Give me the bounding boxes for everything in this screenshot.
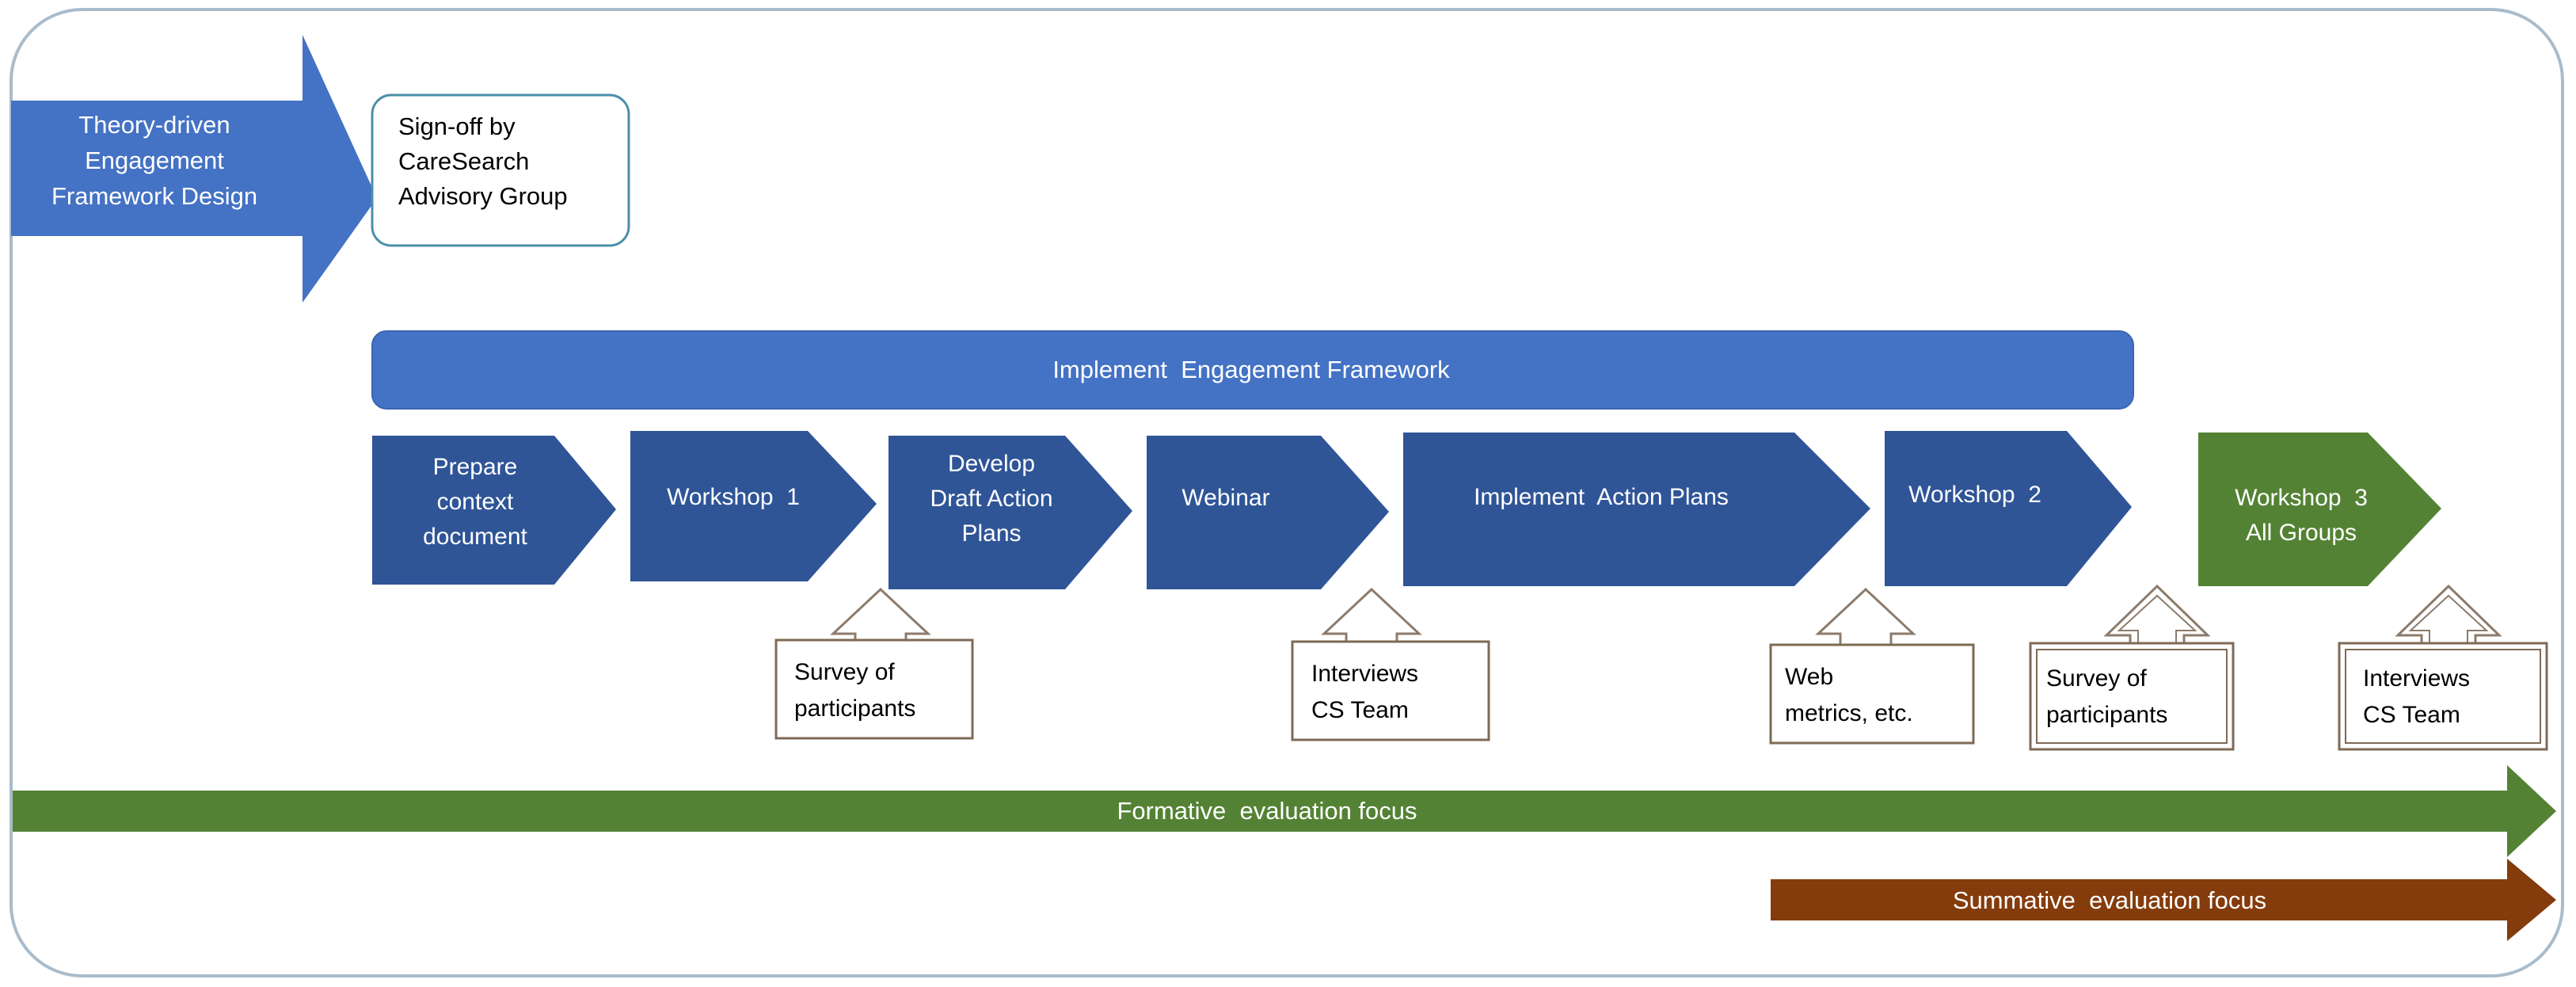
text-line: CS Team xyxy=(2363,702,2460,728)
eval-interviews2-label: Interviews CS Team xyxy=(2363,665,2470,728)
text-line: Workshop 1 xyxy=(667,484,800,510)
text-line: All Groups xyxy=(2246,520,2357,546)
step-implement-action-label: Implement Action Plans xyxy=(1474,484,1729,510)
step-implement-action: Implement Action Plans xyxy=(1403,433,1870,586)
text-line: context xyxy=(437,489,514,515)
step-workshop3: Workshop 3 All Groups xyxy=(2198,433,2441,586)
text-line: Draft Action xyxy=(930,486,1052,512)
text-line: Advisory Group xyxy=(398,182,568,210)
step-prepare: Prepare context document xyxy=(372,436,616,585)
formative-focus-label: Formative evaluation focus xyxy=(1117,797,1417,825)
text-line: Prepare xyxy=(433,454,518,480)
summative-focus-arrow-shape xyxy=(1771,859,2556,941)
design-arrow-shape xyxy=(11,35,377,303)
text-line: Framework Design xyxy=(51,182,257,210)
text-line: Web xyxy=(1785,664,1833,690)
text-line: CareSearch xyxy=(398,147,529,175)
summative-focus-label: Summative evaluation focus xyxy=(1953,886,2266,914)
text-line: Webinar xyxy=(1181,485,1269,511)
text-line: Implement Action Plans xyxy=(1474,484,1729,510)
text-line: Sign-off by xyxy=(398,112,516,140)
eval-interviews2-box-inner xyxy=(2345,649,2541,744)
step-workshop2-shape xyxy=(1885,431,2132,586)
eval-survey1: Survey of participants xyxy=(774,587,974,740)
step-develop-shape xyxy=(888,436,1132,589)
text-line: Interviews xyxy=(1311,661,1418,687)
text-line: CS Team xyxy=(1311,697,1409,723)
step-webinar-label: Webinar xyxy=(1181,485,1269,511)
text-line: Survey of xyxy=(794,659,895,685)
text-line: Theory-driven xyxy=(78,111,230,139)
text-line: Interviews xyxy=(2363,665,2470,692)
step-prepare-label: Prepare context document xyxy=(423,454,527,550)
signoff-box-frame xyxy=(371,93,630,247)
step-workshop1-label: Workshop 1 xyxy=(667,484,800,510)
eval-interviews2: Interviews CS Team xyxy=(2338,584,2548,751)
text-line: document xyxy=(423,524,527,550)
text-line: Plans xyxy=(961,520,1021,547)
text-line: Implement Engagement Framework xyxy=(1052,356,1450,383)
eval-survey1-label: Survey of participants xyxy=(794,659,915,722)
implement-bar: Implement Engagement Framework xyxy=(371,330,2134,410)
text-line: Workshop 3 xyxy=(2235,485,2368,511)
step-workshop2-label: Workshop 2 xyxy=(1908,482,2041,508)
eval-interviews1-box xyxy=(1291,640,1490,741)
implement-bar-label: Implement Engagement Framework xyxy=(1052,356,1450,383)
eval-survey2-label: Survey of participants xyxy=(2046,665,2167,728)
eval-interviews1: Interviews CS Team xyxy=(1291,587,1490,741)
eval-survey1-box xyxy=(774,638,974,740)
text-line: Workshop 2 xyxy=(1908,482,2041,508)
text-line: Engagement xyxy=(85,147,224,174)
text-line: participants xyxy=(794,695,915,722)
eval-survey2: Survey of participants xyxy=(2029,584,2235,751)
text-line: Develop xyxy=(948,451,1035,477)
step-webinar: Webinar xyxy=(1147,436,1389,589)
summative-focus-arrow: Summative evaluation focus xyxy=(1771,859,2556,941)
step-prepare-shape xyxy=(372,436,616,585)
step-workshop1: Workshop 1 xyxy=(630,431,877,581)
eval-web-metrics-box xyxy=(1769,643,1975,745)
eval-web-metrics-label: Web metrics, etc. xyxy=(1785,664,1913,726)
step-implement-action-shape xyxy=(1403,433,1870,586)
eval-interviews2-box-outer xyxy=(2338,642,2548,751)
step-workshop2: Workshop 2 xyxy=(1885,431,2132,586)
text-line: participants xyxy=(2046,702,2167,728)
formative-focus-arrow-shape xyxy=(13,765,2556,857)
text-line: Summative evaluation focus xyxy=(1953,886,2266,914)
implement-bar-shape xyxy=(371,330,2134,410)
eval-survey2-box-inner xyxy=(2036,649,2228,744)
eval-interviews1-label: Interviews CS Team xyxy=(1311,661,1418,723)
text-line: Survey of xyxy=(2046,665,2147,692)
eval-survey2-box-outer xyxy=(2029,642,2235,751)
step-workshop3-label: Workshop 3 All Groups xyxy=(2235,485,2368,546)
step-workshop1-shape xyxy=(630,431,877,581)
step-workshop3-shape xyxy=(2198,433,2441,586)
text-line: metrics, etc. xyxy=(1785,700,1913,726)
step-webinar-shape xyxy=(1147,436,1389,589)
eval-web-metrics: Web metrics, etc. xyxy=(1769,587,1975,745)
formative-focus-arrow: Formative evaluation focus xyxy=(13,765,2556,857)
text-line: Formative evaluation focus xyxy=(1117,797,1417,825)
